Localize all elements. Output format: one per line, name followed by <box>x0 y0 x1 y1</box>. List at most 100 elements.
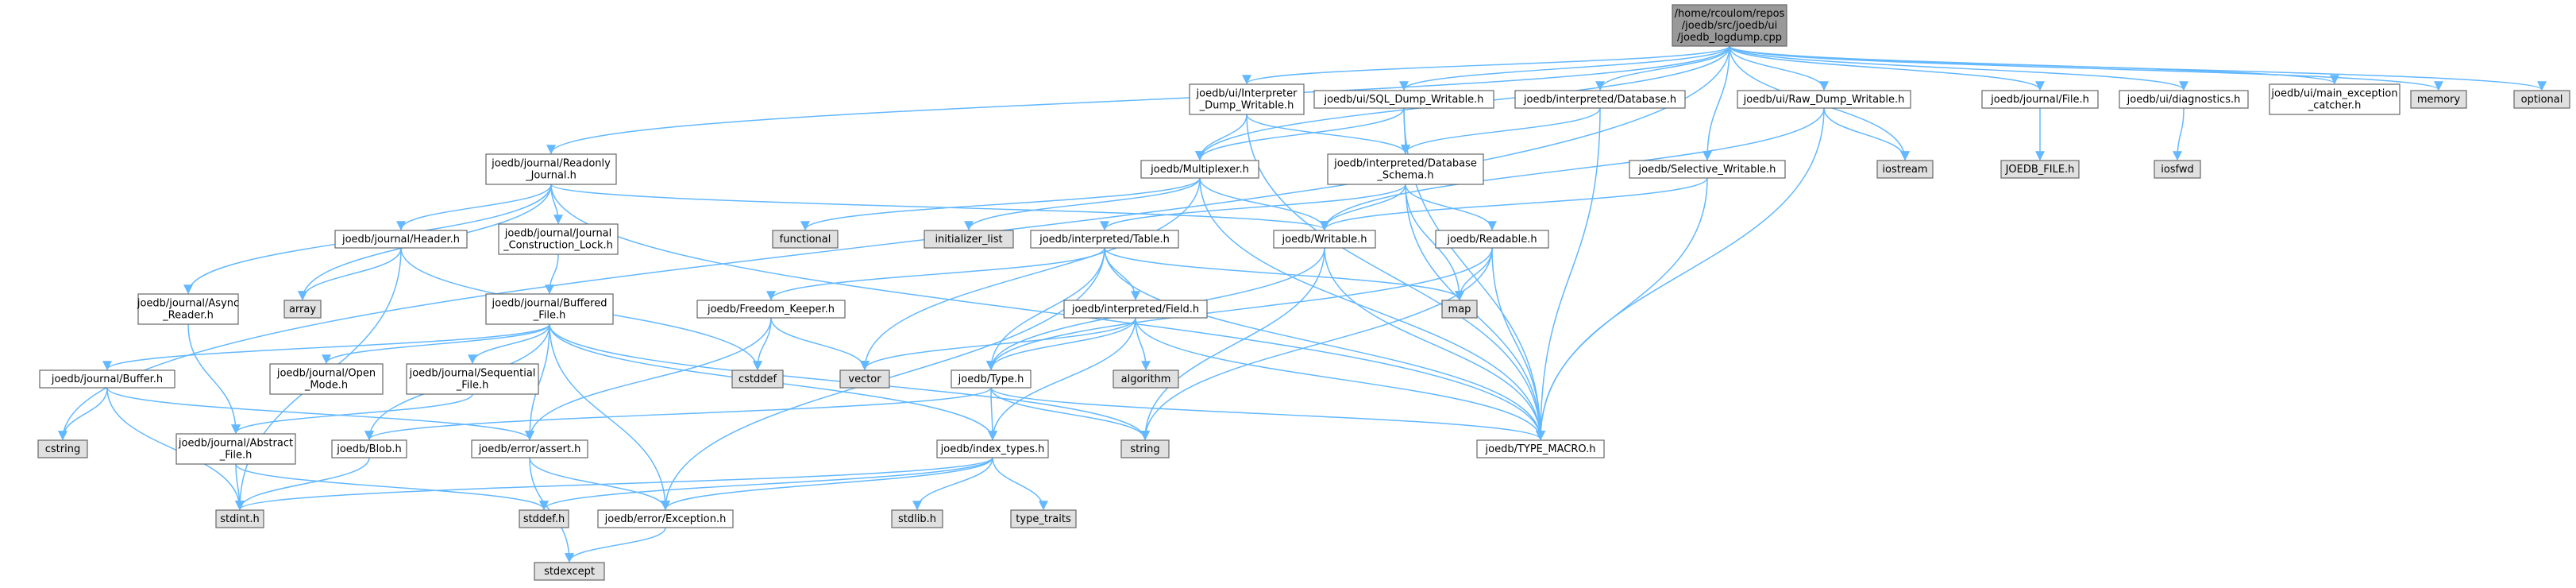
edge-abstract_file-to-stdint <box>234 463 245 511</box>
edge-index_types-to-stddef <box>539 457 993 511</box>
dependency-edges <box>58 45 2547 563</box>
node-box <box>39 369 175 389</box>
node-box <box>731 369 784 389</box>
edge-raw_dump_writable-to-writable <box>1320 107 1825 231</box>
edge-interp_field-to-type_macro <box>1135 317 1545 441</box>
edge-error_exception-to-stdexcept <box>565 527 666 563</box>
edge-sql_dump_writable-to-multiplexer <box>1195 107 1405 161</box>
node-joedb-journal-journal-construction-lock-h[interactable]: joedb/journal/Journal_Construction_Lock.… <box>498 223 619 255</box>
edge-logdump-to-sql_dump_writable <box>1399 45 1730 91</box>
edge-freedom_keeper-to-error_assert <box>525 317 772 441</box>
node-label: joedb/interpreted/Database <box>1333 158 1477 170</box>
node-joedb-journal-readonly-journal-h[interactable]: joedb/journal/Readonly_Journal.h <box>485 153 617 185</box>
node-joedb-ui-raw-dump-writable-h[interactable]: joedb/ui/Raw_Dump_Writable.h <box>1737 90 1911 109</box>
node-label: cstring <box>45 443 80 455</box>
node-map: map <box>1441 300 1478 319</box>
node-box <box>283 300 322 319</box>
edge-interp_table-to-map <box>1104 247 1464 301</box>
node-joedb-interpreted-field-h[interactable]: joedb/interpreted/Field.h <box>1063 300 1208 319</box>
edge-index_types-to-type_traits <box>992 457 1048 511</box>
node-home-rcoulom-repos-joedb-src-joedb-ui-joedb-logdump-cpp[interactable]: /home/rcoulom/repos/joedb/src/joedb/ui/j… <box>1672 4 1787 47</box>
node-label: joedb/journal/Journal <box>504 228 612 240</box>
node-joedb-type-macro-h[interactable]: joedb/TYPE_MACRO.h <box>1476 439 1605 458</box>
node-label: stdexcept <box>544 566 595 578</box>
edge-logdump-to-raw_dump_writable <box>1729 45 1829 91</box>
node-box <box>334 230 468 249</box>
node-box <box>1435 230 1549 249</box>
node-box <box>1120 439 1170 458</box>
edge-journal_header-to-array <box>298 247 402 301</box>
node-label: joedb/journal/Header.h <box>341 234 460 246</box>
node-label: joedb/Readable.h <box>1446 234 1537 246</box>
node-joedb-readable-h[interactable]: joedb/Readable.h <box>1435 230 1549 249</box>
node-box <box>471 439 588 458</box>
edge-type_h-to-blob <box>364 387 992 441</box>
edge-async_reader-to-abstract_file <box>187 323 241 435</box>
node-joedb-interpreted-database-h[interactable]: joedb/interpreted/Database.h <box>1514 90 1686 109</box>
node-box <box>839 369 890 389</box>
edge-interp_db_schema-to-interp_table <box>1100 184 1406 231</box>
node-stdlib-h: stdlib.h <box>891 509 943 528</box>
node-joedb-selective-writable-h[interactable]: joedb/Selective_Writable.h <box>1629 160 1786 179</box>
edge-logdump-to-memory <box>1729 45 2443 91</box>
node-joedb-type-h[interactable]: joedb/Type.h <box>951 369 1032 389</box>
edge-abstract_file-to-stddef <box>235 463 549 511</box>
node-label: joedb/interpreted/Database.h <box>1523 94 1676 106</box>
edge-interp_table-to-interp_field <box>1104 247 1140 301</box>
node-joedb-journal-sequential-file-h[interactable]: joedb/journal/Sequential_File.h <box>406 363 539 395</box>
node-label: joedb/journal/Buffer.h <box>51 373 163 385</box>
node-joedb-ui-sql-dump-writable-h[interactable]: joedb/ui/SQL_Dump_Writable.h <box>1313 90 1494 109</box>
node-box <box>1876 160 1934 179</box>
node-label: joedb/interpreted/Table.h <box>1039 234 1170 246</box>
node-box <box>1514 90 1686 109</box>
node-label: _catcher.h <box>2308 100 2362 112</box>
edge-raw_dump_writable-to-type_macro <box>1536 107 1825 441</box>
edge-buffered_file-to-open_mode <box>322 323 550 365</box>
node-joedb-ui-main-exception-catcher-h[interactable]: joedb/ui/main_exception_catcher.h <box>2269 83 2401 115</box>
node-joedb-multiplexer-h[interactable]: joedb/Multiplexer.h <box>1140 160 1259 179</box>
node-label: functional <box>780 234 831 246</box>
edge-journal_buffer-to-error_assert <box>106 387 534 441</box>
node-label: stdlib.h <box>898 513 936 525</box>
node-joedb-journal-abstract-file-h[interactable]: joedb/journal/Abstract_File.h <box>175 433 296 465</box>
node-label: _Reader.h <box>162 310 214 322</box>
node-label: joedb/Type.h <box>958 373 1024 385</box>
node-joedb-journal-buffer-h[interactable]: joedb/journal/Buffer.h <box>39 369 175 389</box>
node-joedb-journal-buffered-file-h[interactable]: joedb/journal/Buffered_File.h <box>485 293 614 325</box>
node-box <box>485 293 614 325</box>
node-joedb-writable-h[interactable]: joedb/Writable.h <box>1273 230 1376 249</box>
node-box <box>951 369 1032 389</box>
node-label: joedb/interpreted/Field.h <box>1071 304 1199 315</box>
node-joedb-error-assert-h[interactable]: joedb/error/assert.h <box>471 439 588 458</box>
node-box <box>924 230 1014 249</box>
edge-journal_buffer-to-cstring <box>58 387 108 441</box>
node-joedb-index-types-h[interactable]: joedb/index_types.h <box>936 439 1049 458</box>
node-box <box>772 230 839 249</box>
node-joedb-interpreted-database-schema-h[interactable]: joedb/interpreted/Database_Schema.h <box>1327 153 1484 185</box>
edge-type_h-to-type_macro <box>990 387 1545 441</box>
edge-readonly_journal-to-writable <box>550 184 1329 231</box>
node-joedb-error-exception-h[interactable]: joedb/error/Exception.h <box>597 509 734 528</box>
edge-interp_field-to-index_types <box>988 317 1136 441</box>
node-box <box>1981 90 2099 109</box>
node-joedb-interpreted-table-h[interactable]: joedb/interpreted/Table.h <box>1030 230 1179 249</box>
node-vector: vector <box>839 369 890 389</box>
node-box <box>215 509 264 528</box>
node-joedb-journal-open-mode-h[interactable]: joedb/journal/Open_Mode.h <box>269 363 384 395</box>
node-joedb-blob-h[interactable]: joedb/Blob.h <box>331 439 407 458</box>
edge-raw_dump_writable-to-iostream <box>1823 107 1910 161</box>
node-label: JOEDB_FILE.h <box>2005 164 2075 176</box>
node-label: memory <box>2417 94 2461 106</box>
node-box <box>1113 369 1179 389</box>
node-joedb-journal-file-h[interactable]: joedb/journal/File.h <box>1981 90 2099 109</box>
node-joedb-journal-header-h[interactable]: joedb/journal/Header.h <box>334 230 468 249</box>
node-joedb-journal-async-reader-h[interactable]: joedb/journal/Async_Reader.h <box>137 293 239 325</box>
node-joedb-freedom-keeper-h[interactable]: joedb/Freedom_Keeper.h <box>696 300 846 319</box>
node-box <box>331 439 407 458</box>
node-label: joedb/Blob.h <box>336 443 402 455</box>
node-label: _Schema.h <box>1376 170 1433 182</box>
node-joedb-ui-interpreter-dump-writable-h[interactable]: joedb/ui/Interpreter_Dump_Writable.h <box>1189 83 1305 115</box>
node-joedb-ui-diagnostics-h[interactable]: joedb/ui/diagnostics.h <box>2119 90 2249 109</box>
node-label: _Construction_Lock.h <box>503 240 613 252</box>
